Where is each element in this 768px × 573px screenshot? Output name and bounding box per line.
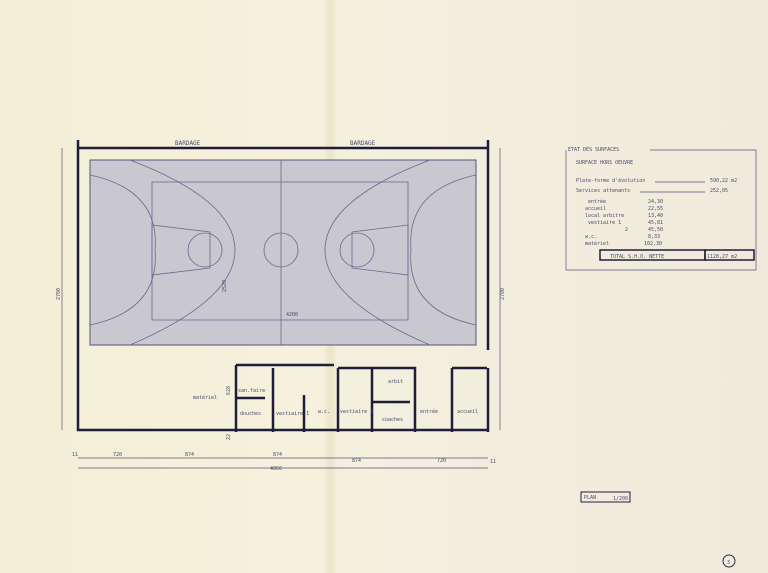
room-materiel: matériel — [193, 394, 217, 401]
room-arbitre: arbit — [388, 379, 403, 385]
cladding-label-right: BARDAGE — [350, 140, 376, 147]
surface-row-label: Plate-forme d'évolution — [576, 177, 645, 184]
axis-mark-right: 11 — [490, 459, 496, 465]
subrow-value: 102,30 — [644, 241, 662, 247]
subrow-value: 8,33 — [648, 234, 660, 240]
center-circle — [263, 232, 299, 268]
subrow-label: w.c. — [585, 234, 597, 240]
dim-annex-gap: 22 — [226, 434, 232, 440]
subrow-value: 22,55 — [648, 206, 663, 212]
subrow-label: 2 — [625, 227, 628, 233]
surface-row-value: 590,22 m2 — [710, 178, 737, 184]
subrow-label: local arbitre — [585, 213, 624, 219]
subrow-label: entrée — [588, 198, 606, 205]
surfaces-title: ETAT DES SURFACES — [568, 147, 619, 153]
room-vestiaire-1: vestiaire 1 — [276, 411, 309, 417]
subrow-label: accueil — [585, 206, 606, 212]
room-entree: entrée — [420, 408, 438, 415]
subrow-value: 45,50 — [648, 227, 663, 233]
bottom-dim: 874 — [352, 458, 361, 464]
surface-row-value: 252,05 — [710, 188, 728, 194]
room-wc: w.c. — [318, 409, 330, 415]
subrow-value: 45,81 — [648, 220, 663, 226]
total-dim: 4066 — [270, 466, 282, 472]
subrow-label: vestiaire 1 — [588, 220, 621, 226]
outer-wall-left — [76, 140, 236, 432]
left-key — [151, 224, 211, 276]
room-accueil: accueil — [457, 409, 478, 415]
room-sanitaires: san.faire — [238, 388, 265, 394]
cladding-label-left: BARDAGE — [175, 140, 201, 147]
bottom-dim: 874 — [273, 452, 282, 458]
room-vestiaire-2: vestiaire 2 — [340, 409, 373, 415]
page-number-circle — [722, 554, 736, 568]
scale-value: 1/200 — [613, 496, 628, 502]
subrow-label: matériel — [585, 240, 609, 247]
bottom-dim: 720 — [113, 452, 122, 458]
dim-annex-height: 628 — [226, 386, 232, 395]
playing-floor — [89, 159, 477, 346]
dim-court-width: 4200 — [286, 312, 298, 318]
total-value: 1128,27 m2 — [707, 254, 737, 260]
right-three-point-arc — [324, 159, 431, 346]
room-coaches: coaches — [382, 417, 403, 423]
right-handball-arc — [410, 174, 477, 326]
subrow-value: 13,40 — [648, 213, 663, 219]
right-key — [351, 224, 409, 276]
right-free-throw-circle — [339, 232, 375, 268]
dim-court-height: 2520 — [222, 280, 228, 292]
bottom-dim: 874 — [185, 452, 194, 458]
page-number: 3 — [727, 560, 730, 566]
subrow-value: 24,30 — [648, 199, 663, 205]
left-free-throw-circle — [187, 232, 223, 268]
axis-mark-left: 11 — [72, 452, 78, 458]
left-three-point-arc — [129, 159, 236, 346]
total-label: TOTAL S.H.O. NETTE — [610, 254, 664, 260]
left-handball-arc — [89, 174, 156, 326]
room-douches: douches — [240, 411, 261, 417]
surfaces-subtitle: SURFACE HORS OEUVRE — [576, 160, 633, 166]
dim-height-left: 2700 — [56, 288, 62, 300]
scale-label: PLAN — [584, 495, 596, 501]
bottom-dim: 720 — [437, 458, 446, 464]
surfaces-table: ETAT DES SURFACES SURFACE HORS OEUVRE Pl… — [565, 147, 757, 271]
surface-row-label: Services attenants — [576, 188, 630, 194]
dim-height-right: 2700 — [500, 288, 506, 300]
